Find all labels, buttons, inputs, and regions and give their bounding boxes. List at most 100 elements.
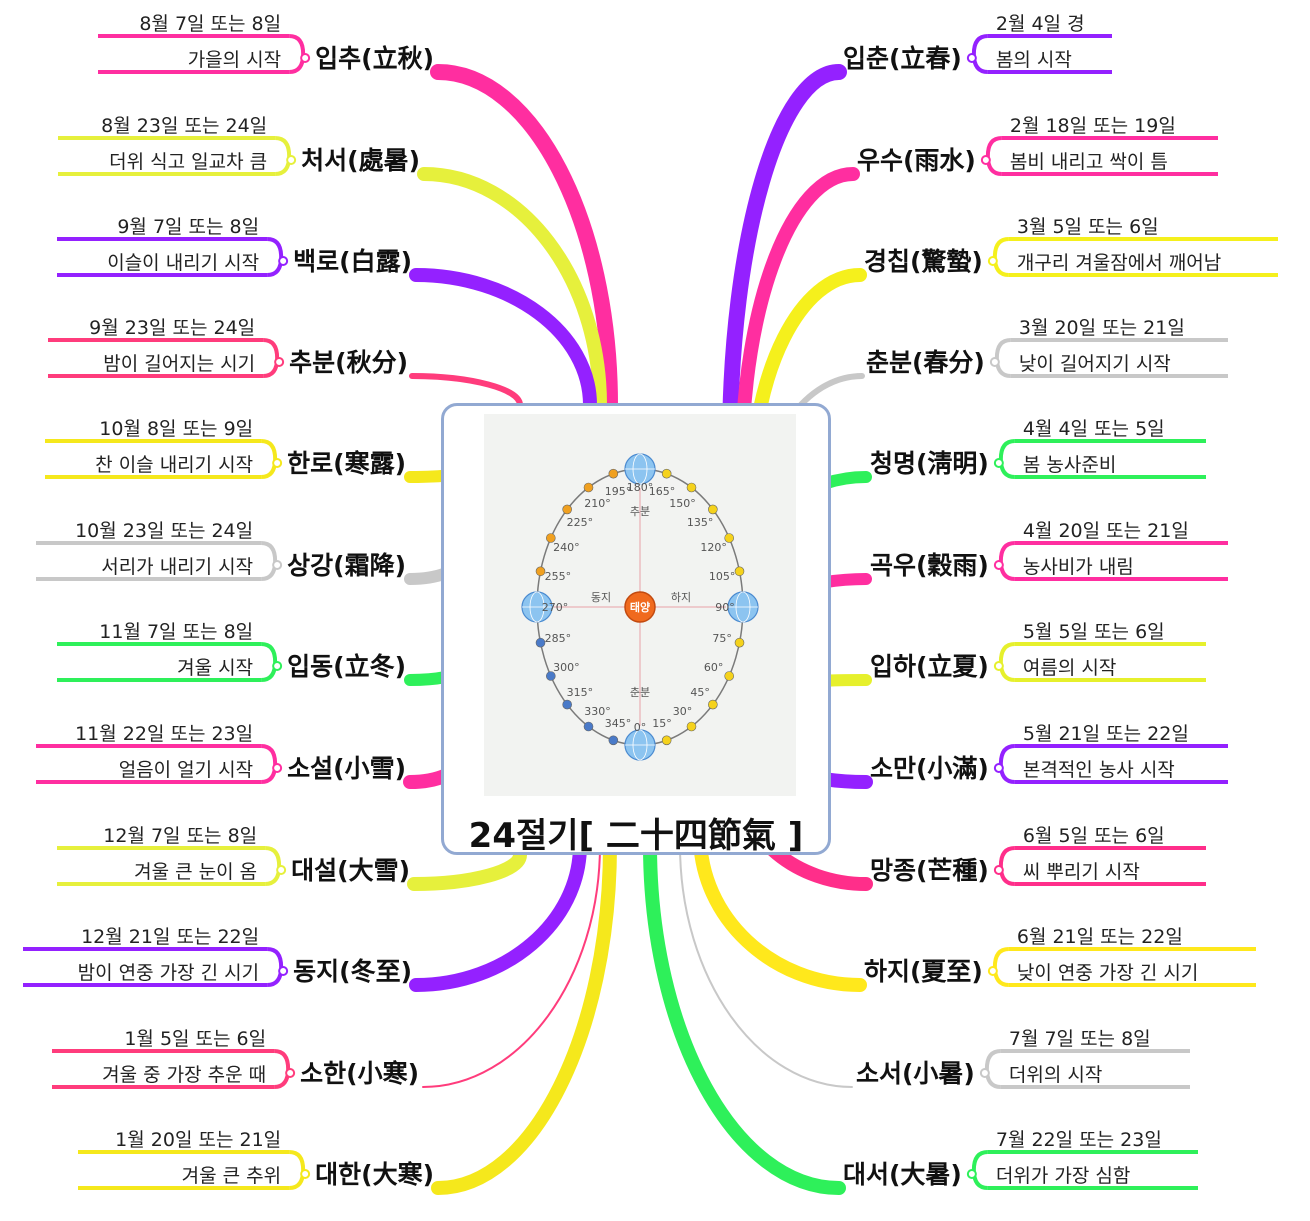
degree-label: 255° [545,570,572,583]
term-node[interactable]: 입춘(立春)2월 4일 경봄의 시작 [843,13,1112,74]
term-date: 12월 7일 또는 8일 [103,825,257,847]
bracket-line [274,136,292,176]
orbit-dot [535,637,546,648]
degree-label: 300° [553,661,580,674]
term-node[interactable]: 청명(淸明)4월 4일 또는 5일봄 농사준비 [870,418,1206,479]
bracket-line [262,338,280,378]
degree-label: 30° [673,705,693,718]
degree-label: 330° [584,705,611,718]
joint-dot [979,1068,990,1078]
orbit-dot [608,468,619,479]
term-name: 망종(芒種) [870,856,989,885]
term-desc: 본격적인 농사 시작 [1023,759,1175,781]
branch-line [643,838,846,1195]
bracket-line [288,1150,306,1190]
season-label-autumn: 추분 [630,505,650,518]
solar-orbit-diagram: 태양 동지 하지 추분 춘분 0°15°30°45°60°75°90°105°1… [484,414,796,796]
term-date: 8월 23일 또는 24일 [101,115,267,137]
branch-line [409,373,523,408]
joint-dot [987,256,998,266]
joint-dot [272,458,283,468]
orbit-dot [661,468,672,479]
term-desc: 씨 뿌리기 시작 [1023,861,1140,883]
bracket-line [273,1049,291,1089]
degree-label: 165° [649,485,676,498]
term-name: 소한(小寒) [300,1059,419,1088]
center-topic[interactable]: 태양 동지 하지 추분 춘분 0°15°30°45°60°75°90°105°1… [441,403,831,856]
joint-dot [993,661,1004,671]
orbit-dot [562,699,572,710]
season-label-spring: 춘분 [630,686,650,699]
season-globes [521,453,759,761]
term-date: 8월 7일 또는 8일 [139,13,281,35]
term-desc: 밤이 연중 가장 긴 시기 [78,962,259,984]
orbit-dot [562,504,572,515]
bracket-line [260,541,278,581]
term-name: 입동(立冬) [287,652,406,681]
joint-dot [285,1068,296,1078]
term-desc: 찬 이슬 내리기 시작 [95,454,253,476]
degree-label: 225° [567,516,594,529]
joint-dot [272,661,283,671]
term-date: 11월 7일 또는 8일 [99,621,253,643]
bracket-line [992,947,1010,987]
branch-line [735,167,860,472]
term-date: 7월 7일 또는 8일 [1009,1028,1151,1050]
joint-dot [300,1169,311,1179]
orbit-dot [734,637,745,648]
orbit-dot [583,482,594,493]
degree-label: 0° [634,721,647,734]
orbit-dot [708,504,718,515]
branch-line [409,838,587,992]
bracket-line [266,237,284,277]
term-name: 상강(霜降) [287,551,406,580]
term-date: 11월 22일 또는 23일 [75,723,253,745]
orbit-dot [545,671,556,681]
term-node[interactable]: 한로(寒露)10월 8일 또는 9일찬 이슬 내리기 시작 [45,418,406,479]
bracket-line [266,947,284,987]
center-title: 24절기[ 二十四節氣 ] [468,816,804,856]
term-name: 동지(冬至) [293,957,412,986]
term-date: 12월 21일 또는 22일 [81,926,259,948]
joint-dot [993,560,1004,570]
bracket-line [998,439,1016,479]
degree-label: 270° [542,601,569,614]
term-desc: 서리가 내리기 시작 [101,556,253,578]
joint-dot [286,155,297,165]
orbit-dot [545,533,556,543]
term-name: 소설(小雪) [287,754,406,783]
orbit-dot [583,721,594,732]
term-desc: 개구리 겨울잠에서 깨어남 [1017,252,1221,274]
branch-line [722,64,847,453]
branch-line [422,844,601,1088]
bracket-line [994,338,1012,378]
term-name: 곡우(穀雨) [870,551,989,580]
term-date: 3월 20일 또는 21일 [1019,317,1185,339]
term-name: 춘분(春分) [866,348,985,377]
term-node[interactable]: 망종(芒種)6월 5일 또는 6일씨 뿌리기 시작 [870,825,1206,886]
term-name: 입하(立夏) [870,652,989,681]
bracket-line [984,1049,1002,1089]
orbit-dot [686,482,697,493]
term-desc: 낮이 연중 가장 긴 시기 [1017,962,1198,984]
